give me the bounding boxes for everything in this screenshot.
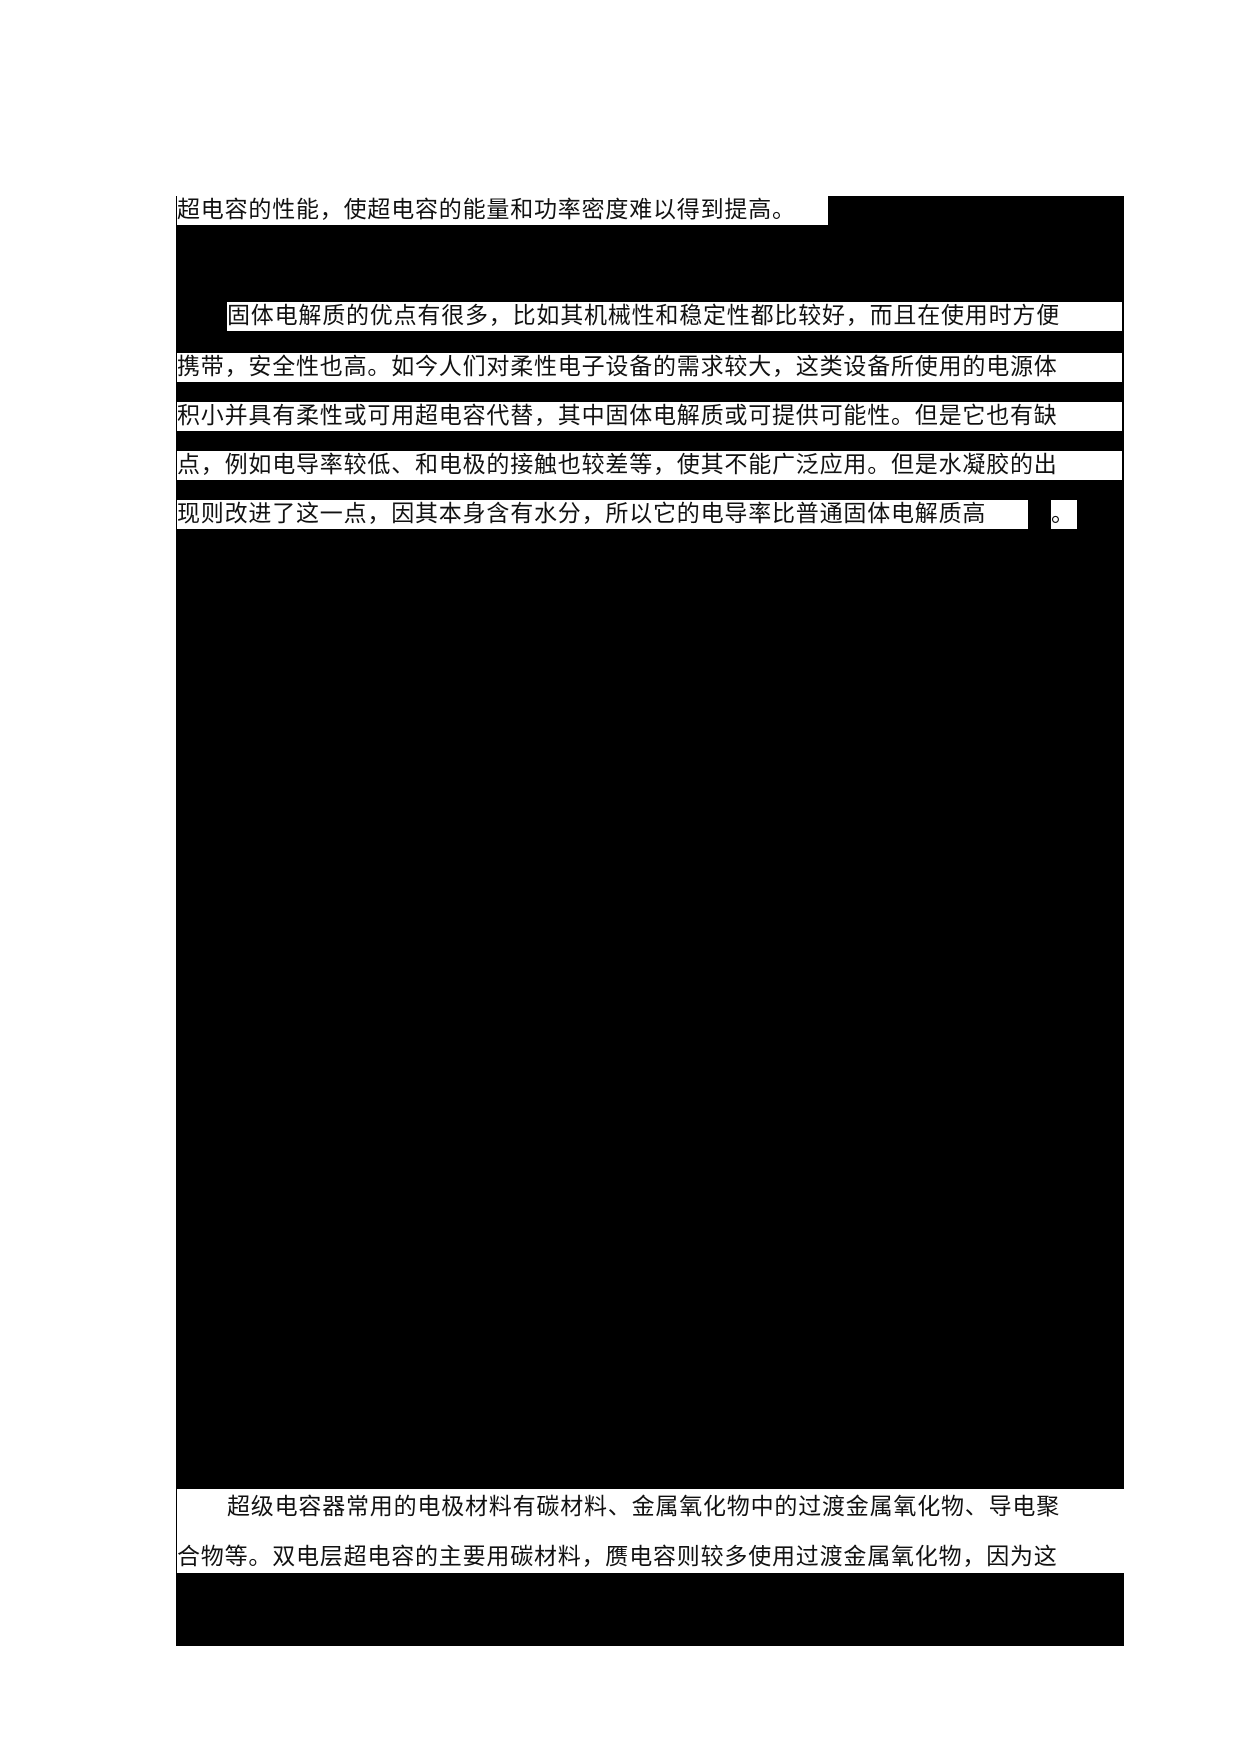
text-line: 现则改进了这一点，因其本身含有水分，所以它的电导率比普通固体电解质高 [177,500,1028,529]
redaction-block [176,196,1124,1646]
text-line: 超电容的性能，使超电容的能量和功率密度难以得到提高。 [177,196,828,225]
paragraph-block: 超级电容器常用的电极材料有碳材料、金属氧化物中的过渡金属氧化物、导电聚 合物等。… [177,1489,1124,1573]
trailing-punctuation: 。 [1051,500,1077,529]
text-line: 积小并具有柔性或可用超电容代替，其中固体电解质或可提供可能性。但是它也有缺 [177,402,1122,431]
paragraph-first-line: 超级电容器常用的电极材料有碳材料、金属氧化物中的过渡金属氧化物、导电聚 [227,1493,1122,1522]
text-line: 携带，安全性也高。如今人们对柔性电子设备的需求较大，这类设备所使用的电源体 [177,353,1122,382]
text-line: 点，例如电导率较低、和电极的接触也较差等，使其不能广泛应用。但是水凝胶的出 [177,451,1122,480]
paragraph-first-line: 固体电解质的优点有很多，比如其机械性和稳定性都比较好，而且在使用时方便 [227,302,1122,331]
text-line: 合物等。双电层超电容的主要用碳材料，赝电容则较多使用过渡金属氧化物，因为这 [177,1543,1122,1572]
